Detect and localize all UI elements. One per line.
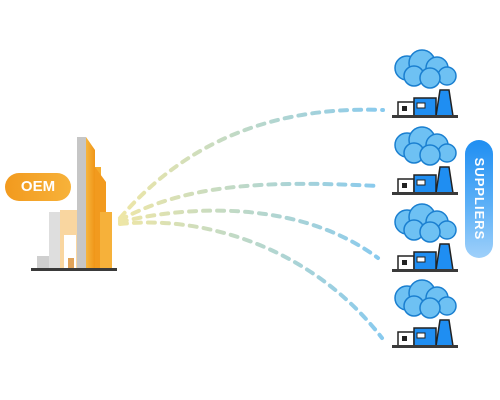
supplier-factory-2 xyxy=(392,126,458,195)
smoke-cloud-icon xyxy=(394,279,457,319)
oem-building-icon xyxy=(31,137,117,271)
oem-label-text: OEM xyxy=(20,178,56,195)
supplier-factory-icon xyxy=(392,319,458,348)
smoke-cloud-icon xyxy=(394,126,457,166)
supplier-factory-1 xyxy=(392,49,458,118)
link-supplier-3 xyxy=(118,208,380,260)
supplier-factory-icon xyxy=(392,243,458,272)
smoke-cloud-icon xyxy=(394,49,457,89)
suppliers-label-text: SUPPLIERS xyxy=(472,157,487,241)
link-supplier-4 xyxy=(118,220,384,340)
oem-label: OEM xyxy=(5,173,71,201)
supplier-factories xyxy=(392,49,458,348)
supplier-factory-3 xyxy=(392,203,458,272)
supplier-factory-icon xyxy=(392,89,458,118)
suppliers-label: SUPPLIERS xyxy=(465,140,493,258)
supplier-factory-icon xyxy=(392,166,458,195)
link-supplier-1 xyxy=(118,107,385,220)
connection-links xyxy=(118,107,385,340)
link-supplier-2 xyxy=(118,181,380,222)
smoke-cloud-icon xyxy=(394,203,457,243)
supplier-factory-4 xyxy=(392,279,458,348)
